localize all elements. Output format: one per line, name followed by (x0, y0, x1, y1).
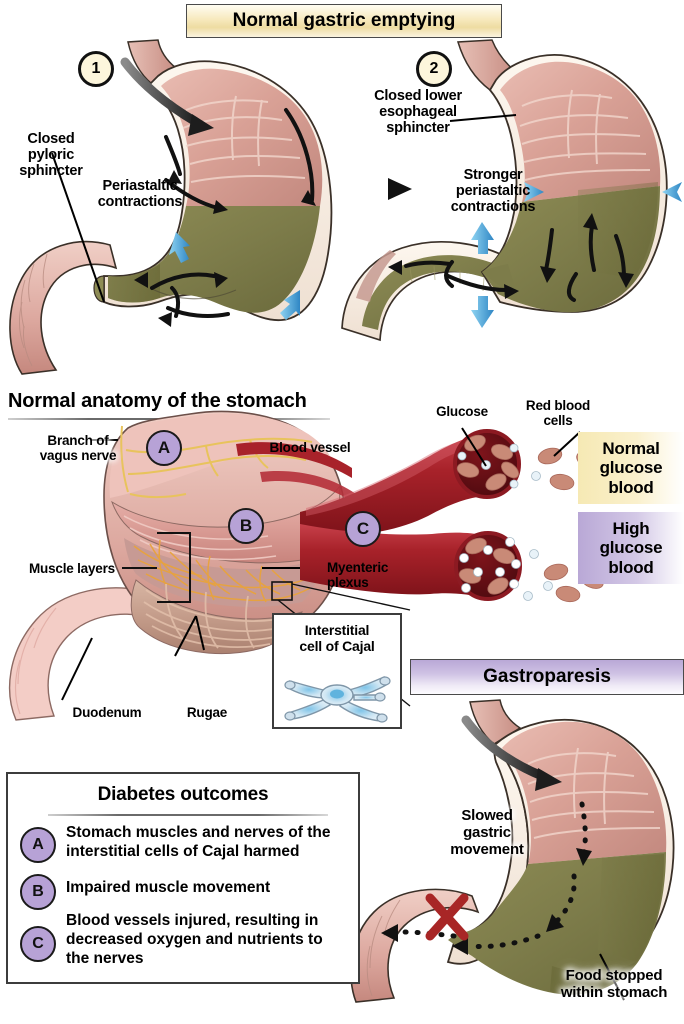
label-glucose: Glucose (436, 404, 488, 419)
panel-1-illustration (9, 39, 333, 375)
outcomes-title-underline (48, 814, 328, 816)
cajal-cell-drawing (284, 676, 391, 723)
contraction-arrows-blue (169, 232, 300, 320)
marker-c-outcome: C (20, 926, 56, 962)
marker-b-outcome: B (20, 874, 56, 910)
panel-1-badge: 1 (78, 51, 114, 87)
marker-b-anatomy: B (228, 508, 264, 544)
red-blood-cells-normal (456, 434, 519, 491)
marker-c-anatomy: C (345, 511, 381, 547)
contraction-arrows-blue-2 (471, 182, 682, 328)
glucose-molecules-high (459, 537, 521, 593)
label-red-blood-cells: Red blood cells (525, 398, 591, 429)
label-muscle-layers: Muscle layers (29, 561, 115, 576)
blood-vessel-illustration (300, 427, 604, 603)
box-high-glucose-blood: High glucose blood (578, 512, 684, 584)
label-closed-pyloric-sphincter: Closed pyloric sphincter (19, 131, 83, 180)
label-slowed-gastric-movement: Slowed gastric movement (450, 807, 524, 858)
box-normal-glucose-blood: Normal glucose blood (578, 432, 684, 504)
diabetes-outcomes-box: Diabetes outcomes A Stomach muscles and … (6, 772, 360, 984)
panel-2-illustration (341, 39, 682, 342)
marker-label: A (32, 836, 44, 853)
box-label: High glucose blood (599, 519, 663, 577)
outcome-item-a: A Stomach muscles and nerves of the inte… (20, 824, 350, 863)
label-rugae: Rugae (186, 705, 228, 720)
outcome-text-a: Stomach muscles and nerves of the inters… (66, 824, 331, 860)
label-blood-vessel: Blood vessel (269, 440, 351, 455)
badge-number: 1 (91, 60, 101, 77)
outcome-item-b: B Impaired muscle movement (20, 874, 350, 910)
gastroparesis-illustration (350, 699, 675, 1003)
banner-normal-gastric-emptying: Normal gastric emptying (186, 4, 502, 38)
marker-a-outcome: A (20, 827, 56, 863)
anatomy-section-title: Normal anatomy of the stomach (8, 390, 307, 412)
label-duodenum: Duodenum (72, 705, 142, 720)
label-peristaltic-contractions: Periastaltic contractions (97, 178, 183, 211)
marker-label: C (356, 519, 370, 538)
outcome-item-c: C Blood vessels injured, resulting in de… (20, 912, 350, 969)
outcome-text-b: Impaired muscle movement (66, 879, 271, 896)
badge-number: 2 (429, 60, 439, 77)
marker-label: B (32, 883, 44, 900)
panel-2-badge: 2 (416, 51, 452, 87)
inset-title: Interstitial cell of Cajal (299, 622, 375, 654)
label-closed-les: Closed lower esophageal sphincter (374, 88, 462, 137)
label-stronger-peristaltic: Stronger periastaltic contractions (450, 167, 536, 216)
blocked-x-marker (425, 893, 469, 941)
marker-a-anatomy: A (146, 430, 182, 466)
inset-interstitial-cell-of-cajal: Interstitial cell of Cajal (272, 613, 402, 729)
box-label: Normal glucose blood (599, 439, 663, 497)
label-branch-of-vagus-nerve: Branch of vagus nerve (39, 433, 117, 464)
outcome-text-c: Blood vessels injured, resulting in decr… (66, 912, 323, 967)
muscle-layers-bracket (122, 532, 191, 603)
outcomes-title: Diabetes outcomes (97, 784, 269, 805)
marker-label: A (157, 438, 171, 457)
marker-label: C (32, 935, 44, 952)
transition-arrow (356, 178, 412, 200)
banner-gastroparesis: Gastroparesis (410, 659, 684, 695)
banner-label: Normal gastric emptying (232, 10, 456, 31)
marker-label: B (239, 516, 253, 535)
label-food-stopped-within-stomach: Food stopped within stomach (560, 967, 668, 1001)
label-myenteric-plexus: Myenteric plexus (327, 560, 389, 591)
banner-label: Gastroparesis (483, 666, 611, 687)
red-blood-cells-high (458, 537, 516, 595)
